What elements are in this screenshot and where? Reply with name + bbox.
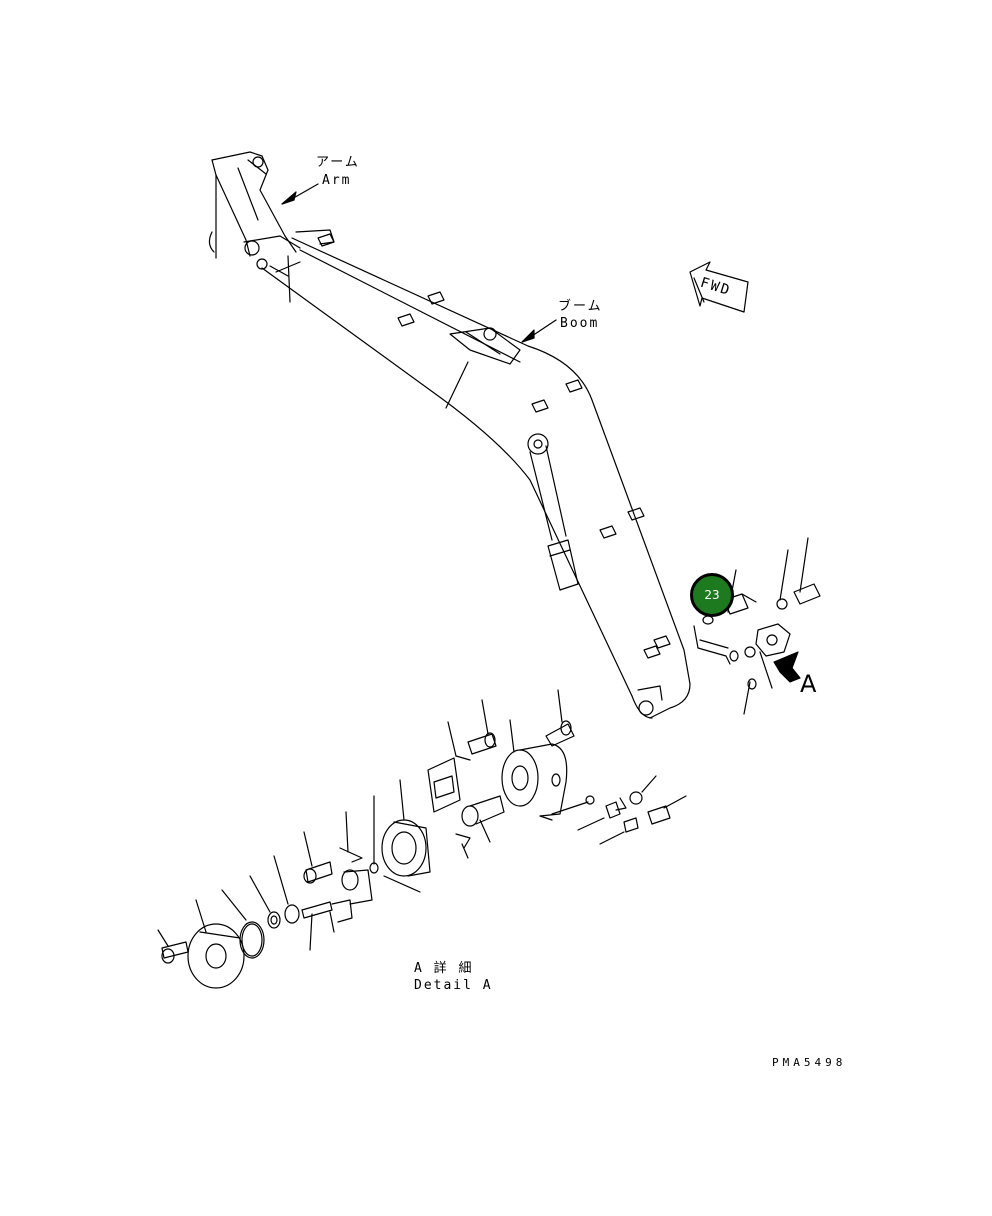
- callout-23[interactable]: 23: [690, 573, 734, 617]
- arm-label-jp: アーム: [316, 155, 360, 170]
- arm-label-en: Arm: [322, 173, 352, 188]
- detail-a-label-en: Detail A: [414, 978, 493, 993]
- boom-pointer: [531, 319, 557, 337]
- boom-outline: [261, 233, 691, 719]
- fwd-arrow: [689, 261, 749, 313]
- boom-label-en: Boom: [560, 316, 600, 331]
- view-a-arrow: [773, 651, 801, 683]
- boom-label-jp: ブーム: [558, 299, 603, 314]
- arm-outline: [208, 151, 335, 303]
- view-a-label: A: [800, 670, 817, 698]
- boom-cylinder: [527, 433, 579, 591]
- boom-arrowhead: [521, 329, 535, 343]
- detail-a-parts: [157, 689, 687, 989]
- detail-a-label-jp: A 詳 細: [414, 961, 474, 976]
- drawing-code: PMA5498: [772, 1056, 847, 1069]
- arm-arrowhead: [281, 191, 297, 205]
